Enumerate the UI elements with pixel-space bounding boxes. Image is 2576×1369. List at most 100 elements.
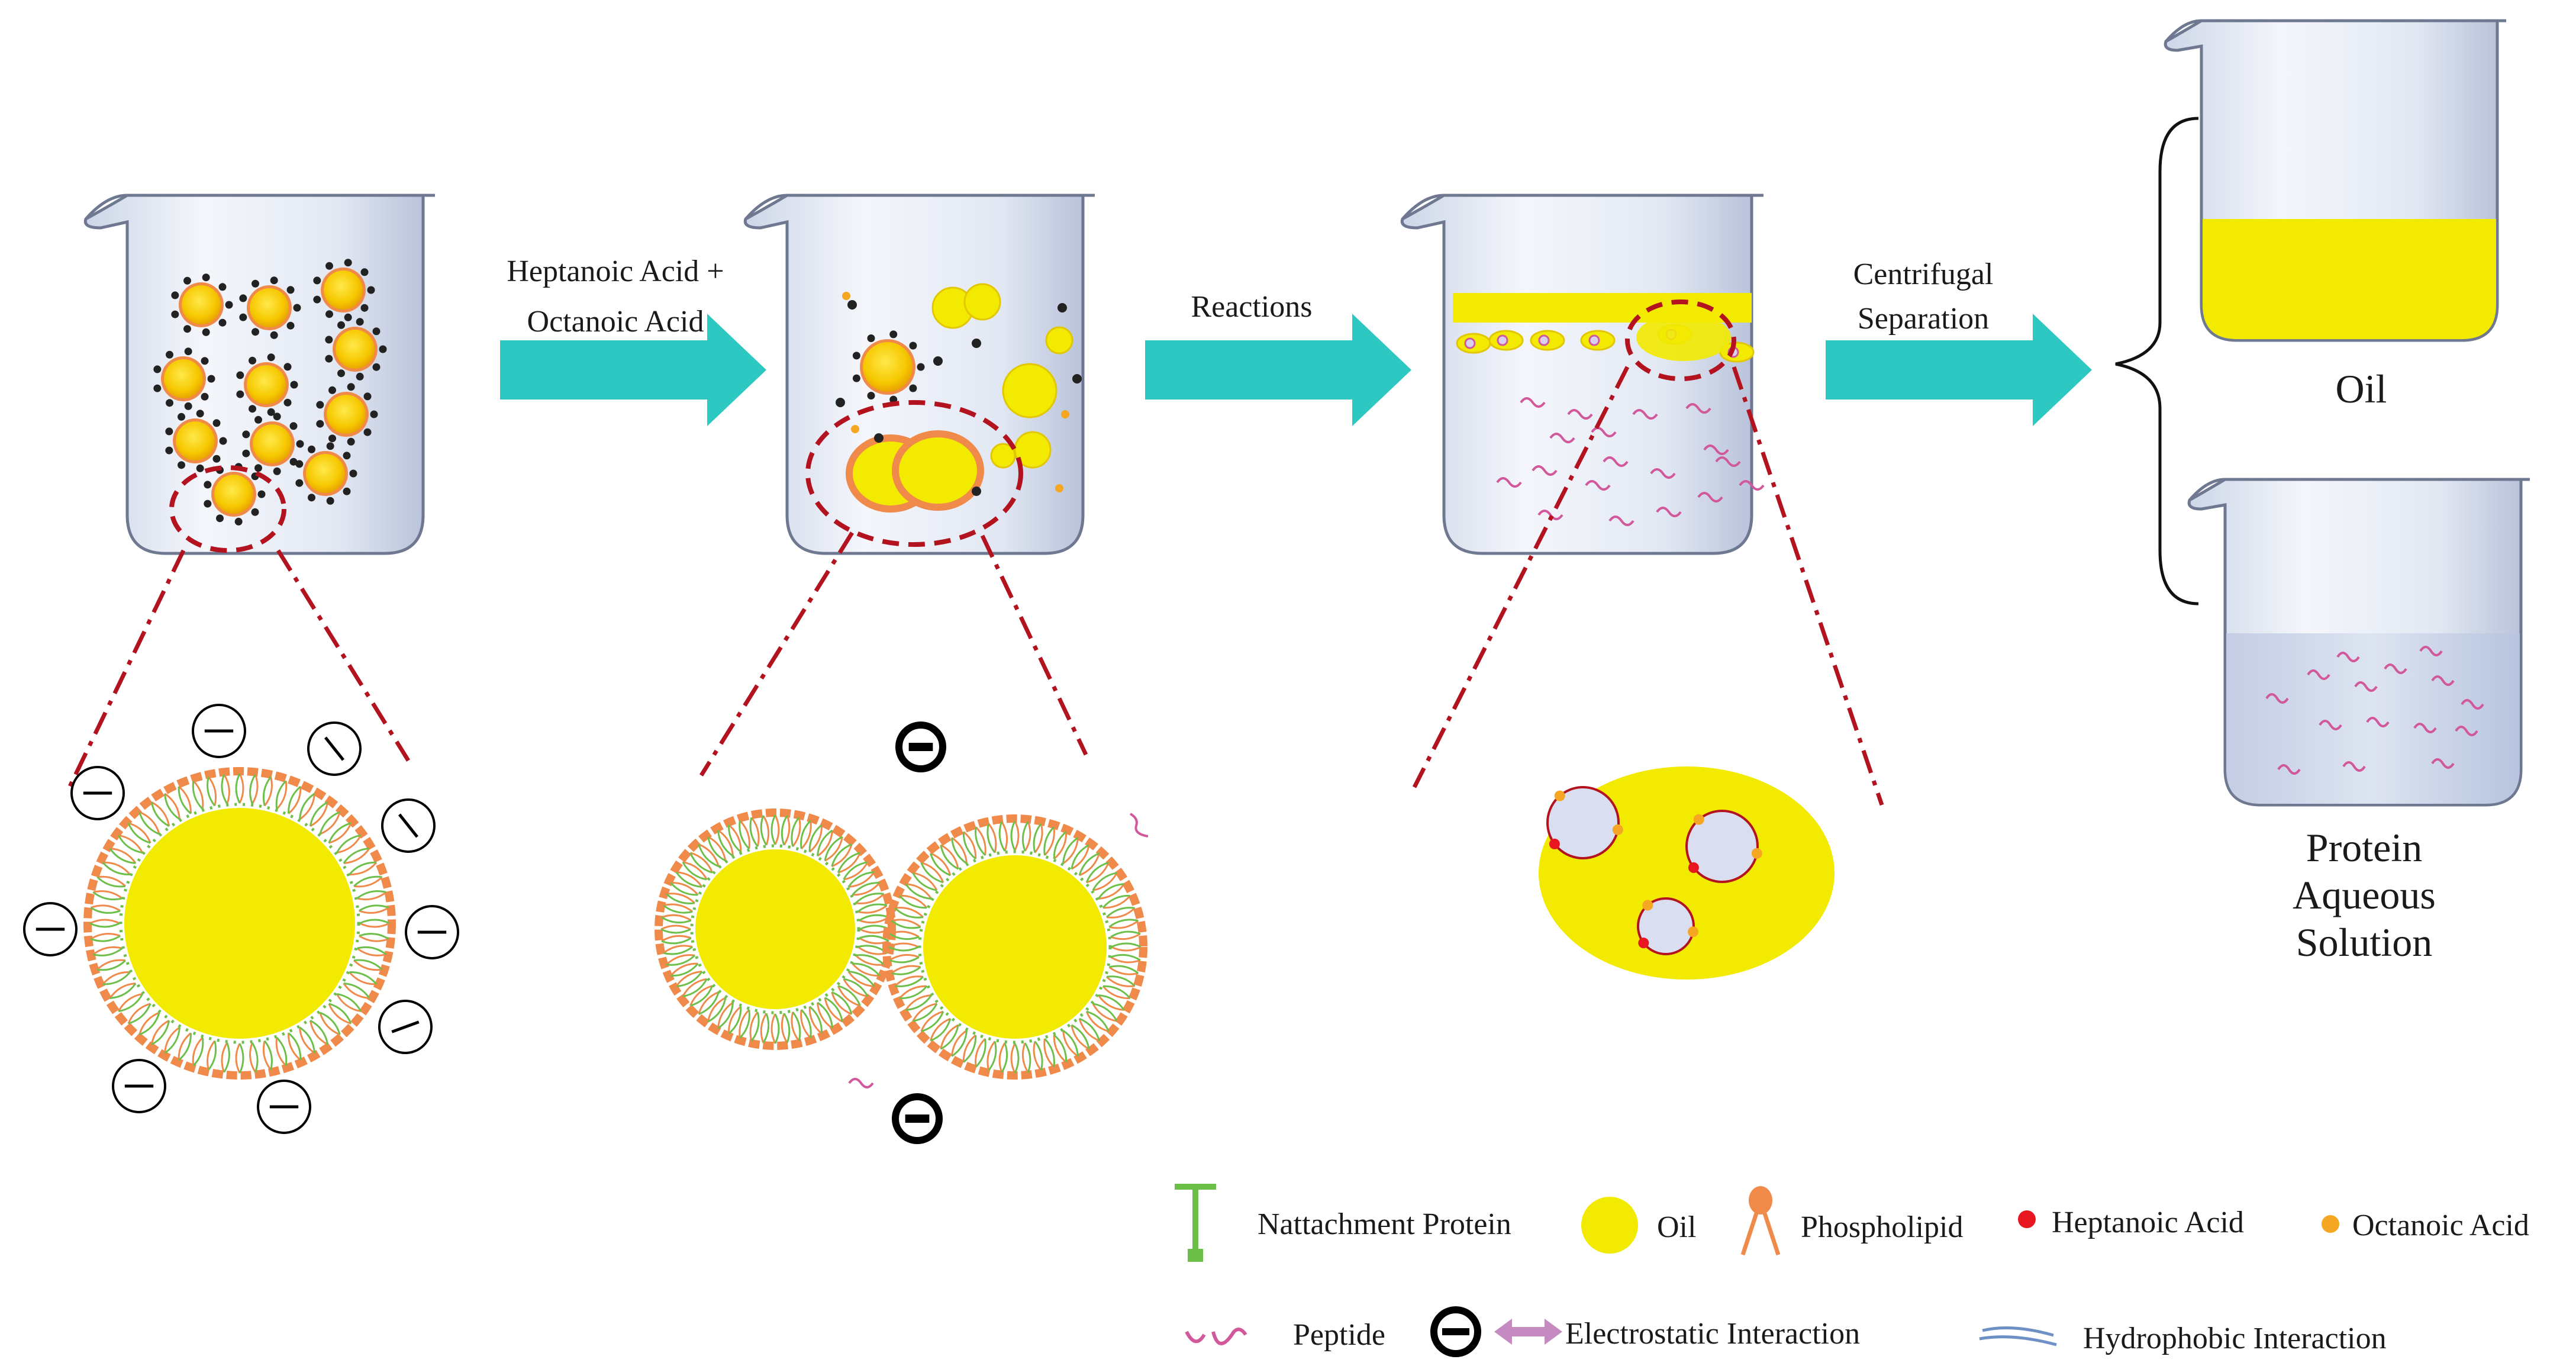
zoom-line xyxy=(1732,366,1884,806)
peptide-chain xyxy=(1650,468,1676,479)
process-arrow-1 xyxy=(500,314,766,426)
octanoic-acid-molecule xyxy=(1061,410,1069,418)
peptide-chain xyxy=(1656,507,1682,517)
peptide-chain xyxy=(2354,681,2378,692)
legend-peptide: Peptide xyxy=(1293,1318,1385,1352)
zoom-marker-2 xyxy=(805,400,1023,547)
coated-oil-droplet xyxy=(295,442,357,505)
phospholipid-bilayer-droplet xyxy=(83,767,396,1080)
negative-charge-icon xyxy=(895,721,946,772)
charge-particle xyxy=(1058,303,1067,313)
negative-charge-icon xyxy=(405,905,459,959)
peptide-chain xyxy=(2342,761,2366,772)
arrow3-label-line2: Separation xyxy=(1858,302,1989,336)
peptide-chain xyxy=(2319,720,2342,730)
peptide-chain xyxy=(1685,403,1711,414)
coated-oil-droplet xyxy=(236,353,298,416)
vesicle xyxy=(1588,334,1600,346)
peptide-chain xyxy=(2277,764,2301,775)
beaker3-contents xyxy=(1456,314,1765,526)
peptide-chain xyxy=(2307,669,2330,680)
arrow2-label: Reactions xyxy=(1191,290,1312,324)
phospholipid-bilayer-droplet xyxy=(655,808,896,1050)
legend-hydrophobic: Hydrophobic Interaction xyxy=(2083,1322,2387,1355)
legend: Nattachment Protein Oil Phospholipid Hep… xyxy=(1175,1184,2529,1357)
peptide-chain xyxy=(2384,663,2407,674)
peptide-chain xyxy=(1608,516,1634,526)
beaker1-droplets xyxy=(153,259,387,526)
coated-oil-droplet xyxy=(204,463,266,526)
coated-oil-droplet xyxy=(313,259,375,321)
negative-charge-icon xyxy=(192,704,246,758)
peptide-chain xyxy=(1591,427,1617,437)
peptide-chain xyxy=(1603,456,1629,467)
acid-molecule xyxy=(1554,790,1565,801)
legend-electrostatic: Electrostatic Interaction xyxy=(1565,1317,1860,1351)
coated-oil-droplet xyxy=(852,330,925,404)
octanoic-acid-molecule xyxy=(1055,484,1063,492)
peptide-chain xyxy=(2336,652,2360,662)
beaker5-peptides xyxy=(2265,646,2484,775)
legend-heptanoic-acid: Heptanoic Acid xyxy=(2052,1206,2244,1239)
oil-droplet xyxy=(1002,363,1058,418)
negative-charge-icon xyxy=(257,1080,311,1134)
peptide-chain xyxy=(1632,409,1658,420)
peptide-chain xyxy=(1567,409,1593,420)
peptide-chain xyxy=(2366,717,2390,727)
separation-brace xyxy=(2115,117,2199,605)
electrostatic-arrow-icon xyxy=(1494,1319,1562,1345)
coated-oil-droplet xyxy=(165,410,227,472)
oil-cluster xyxy=(1636,314,1731,361)
zoom-marker-1 xyxy=(169,465,286,553)
protein-label-line3: Solution xyxy=(2296,920,2433,965)
zoom-line xyxy=(1412,366,1630,788)
water-in-oil-zoom xyxy=(1539,766,1835,980)
peptide-chain xyxy=(2461,699,2484,710)
peptide-chain xyxy=(2413,723,2437,733)
peptide-chain xyxy=(1697,492,1723,502)
oil-droplet xyxy=(1014,431,1052,469)
peptide-chain xyxy=(2431,758,2455,769)
phospholipid-bilayer-droplet xyxy=(882,814,1147,1080)
fusing-droplet-right xyxy=(892,430,984,511)
acid-molecule xyxy=(1693,814,1704,825)
charge-particle xyxy=(933,356,943,366)
acid-molecule xyxy=(1638,938,1649,949)
negative-charge-legend-icon xyxy=(1430,1306,1481,1357)
acid-molecule xyxy=(1642,900,1653,911)
legend-octanoic-acid: Octanoic Acid xyxy=(2352,1209,2529,1242)
peptide-chain xyxy=(2265,693,2289,704)
negative-charge-icon xyxy=(378,1000,433,1054)
charge-particle xyxy=(836,398,845,407)
oil-legend-icon xyxy=(1581,1197,1638,1254)
peptide-chain xyxy=(2431,675,2455,686)
arrow1-label-line1: Heptanoic Acid + xyxy=(507,255,724,288)
negative-charge-icon xyxy=(892,1093,943,1144)
acid-molecule xyxy=(1688,926,1699,938)
octanoic-acid-molecule xyxy=(851,425,859,433)
heptanoic-acid-icon xyxy=(2018,1210,2036,1228)
peptide-chain xyxy=(1715,456,1741,467)
nattachment-protein-icon xyxy=(1175,1184,1216,1262)
peptide-chain xyxy=(1703,444,1729,455)
legend-phospholipid: Phospholipid xyxy=(1801,1210,1964,1244)
peptide-chain xyxy=(2455,726,2478,736)
peptide-chain xyxy=(1549,433,1575,443)
peptide-chain xyxy=(1585,480,1611,491)
oil-droplet xyxy=(990,443,1016,469)
beaker-reaction xyxy=(1400,194,1763,555)
legend-nattachment-protein: Nattachment Protein xyxy=(1258,1207,1511,1241)
charge-particle xyxy=(847,300,857,310)
zoom-line xyxy=(699,532,854,777)
coated-oil-droplet xyxy=(242,413,304,475)
peptide-chain xyxy=(1496,477,1522,488)
coated-oil-droplet xyxy=(325,318,387,381)
oil-droplet xyxy=(963,283,1001,321)
peptide-chain xyxy=(1129,813,1149,837)
process-arrow-3 xyxy=(1826,314,2092,426)
charge-particle xyxy=(972,487,981,496)
acid-molecule xyxy=(1688,862,1699,873)
arrow3-label-line1: Centrifugal xyxy=(1853,257,1994,291)
beaker-oil xyxy=(2164,19,2506,342)
